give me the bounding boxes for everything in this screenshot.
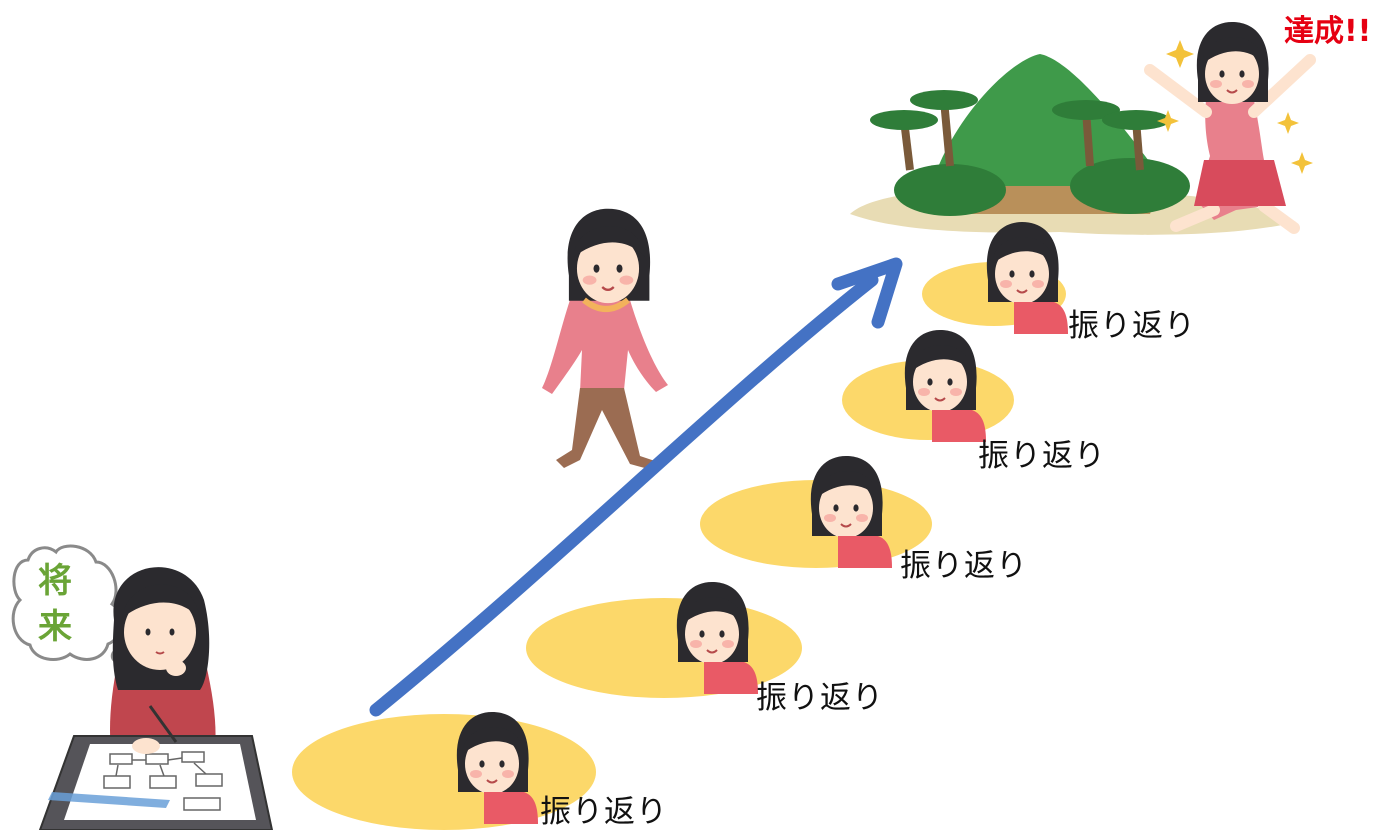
achievement-label: 達成!! — [1284, 14, 1372, 49]
thought-bubble-line-1: 将 — [38, 561, 72, 601]
thought-bubble-line-2: 来 — [38, 607, 72, 647]
progress-arrow — [369, 257, 903, 717]
step-2-label: 振り返り — [756, 680, 884, 716]
step-3-reflection — [700, 456, 932, 568]
step-4-label: 振り返り — [978, 438, 1106, 474]
walking-person-illustration — [542, 207, 668, 470]
step-1-reflection — [292, 712, 596, 830]
step-4-reflection — [842, 330, 1014, 442]
step-5-reflection — [922, 222, 1068, 334]
step-5-label: 振り返り — [1068, 308, 1196, 344]
step-1-label: 振り返り — [540, 794, 668, 830]
step-3-label: 振り返り — [900, 548, 1028, 584]
step-2-reflection — [526, 582, 802, 698]
planning-person-illustration: 将 来 — [11, 544, 274, 830]
island-goal-illustration — [850, 21, 1316, 235]
